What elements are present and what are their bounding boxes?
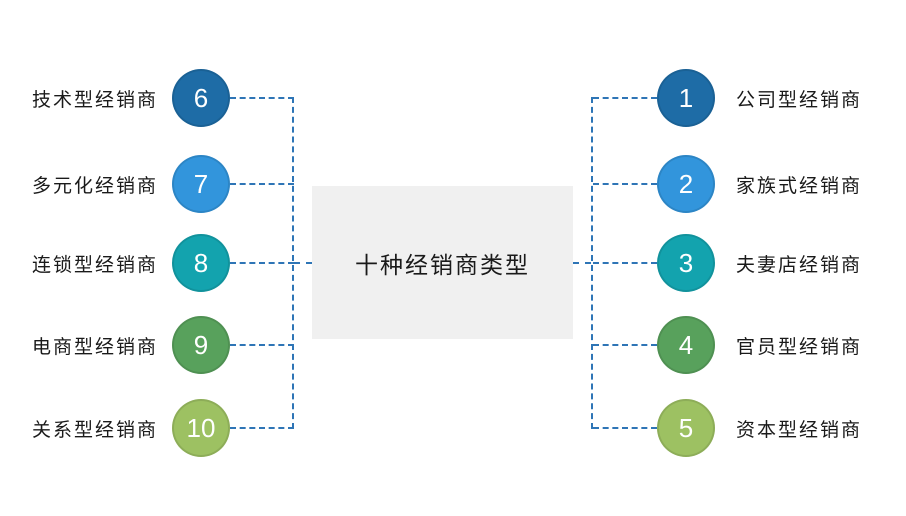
- connector-right-row4: [593, 344, 657, 346]
- right-row-official: 4 官员型经销商: [657, 316, 906, 374]
- connector-right-row3: [593, 262, 657, 264]
- left-row-tech: 技术型经销商 6: [0, 69, 230, 127]
- node-number: 3: [678, 248, 694, 278]
- node-number: 2: [678, 169, 694, 199]
- node-circle: 2: [657, 155, 715, 213]
- node-label: 技术型经销商: [31, 89, 158, 111]
- connector-right-row1: [593, 97, 657, 99]
- connector-left-row1: [230, 97, 294, 99]
- node-number: 7: [193, 169, 209, 199]
- node-label: 关系型经销商: [31, 419, 158, 441]
- node-circle: 5: [657, 399, 715, 457]
- node-label: 资本型经销商: [736, 419, 863, 441]
- connector-left-row4: [230, 344, 294, 346]
- node-label: 夫妻店经销商: [736, 254, 863, 276]
- node-number: 6: [193, 83, 209, 113]
- node-circle: 10: [172, 399, 230, 457]
- connector-right-row2: [593, 183, 657, 185]
- node-number: 5: [678, 413, 694, 443]
- node-circle: 6: [172, 69, 230, 127]
- connector-left-row2: [230, 183, 294, 185]
- node-circle: 3: [657, 234, 715, 292]
- node-label: 公司型经销商: [736, 89, 863, 111]
- left-row-relationship: 关系型经销商 10: [0, 399, 230, 457]
- node-label: 家族式经销商: [736, 175, 863, 197]
- right-row-company: 1 公司型经销商: [657, 69, 906, 127]
- left-row-diversified: 多元化经销商 7: [0, 155, 230, 213]
- connector-left-row5: [230, 427, 294, 429]
- connector-right-row5: [593, 427, 657, 429]
- connector-left-row3: [230, 262, 294, 264]
- node-number: 9: [193, 330, 209, 360]
- connector-right-vertical: [591, 97, 593, 429]
- connector-left-to-center: [294, 262, 312, 264]
- node-label: 连锁型经销商: [31, 254, 158, 276]
- node-circle: 4: [657, 316, 715, 374]
- node-label: 多元化经销商: [31, 175, 158, 197]
- connector-left-vertical: [292, 97, 294, 429]
- right-row-family: 2 家族式经销商: [657, 155, 906, 213]
- connector-right-to-center: [573, 262, 591, 264]
- center-title-box: 十种经销商类型: [312, 186, 573, 339]
- node-number: 10: [186, 413, 216, 443]
- node-circle: 9: [172, 316, 230, 374]
- node-label: 电商型经销商: [31, 336, 158, 358]
- left-row-chain: 连锁型经销商 8: [0, 234, 230, 292]
- node-label: 官员型经销商: [736, 336, 863, 358]
- node-number: 1: [678, 83, 694, 113]
- right-row-capital: 5 资本型经销商: [657, 399, 906, 457]
- node-number: 8: [193, 248, 209, 278]
- diagram-title: 十种经销商类型: [355, 251, 530, 278]
- node-circle: 8: [172, 234, 230, 292]
- left-row-ecommerce: 电商型经销商 9: [0, 316, 230, 374]
- node-circle: 7: [172, 155, 230, 213]
- right-row-momandpop: 3 夫妻店经销商: [657, 234, 906, 292]
- node-number: 4: [678, 330, 694, 360]
- node-circle: 1: [657, 69, 715, 127]
